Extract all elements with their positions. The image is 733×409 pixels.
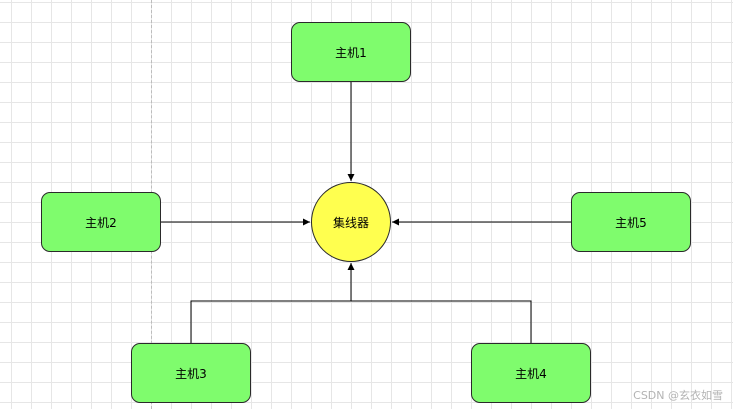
- hub-label: 集线器: [332, 215, 369, 230]
- host-node-4[interactable]: 主机4: [471, 343, 591, 403]
- host-label-4: 主机4: [515, 366, 547, 381]
- host-node-2[interactable]: 主机2: [41, 192, 161, 252]
- host-label-5: 主机5: [615, 215, 647, 230]
- host-label-2: 主机2: [85, 215, 117, 230]
- host-label-1: 主机1: [335, 45, 367, 60]
- host-node-1[interactable]: 主机1: [291, 22, 411, 82]
- edge-host4-hub: [351, 300, 532, 343]
- watermark: CSDN @玄衣如雪: [633, 389, 723, 402]
- host-node-3[interactable]: 主机3: [131, 343, 251, 403]
- edge-host3-hub: [190, 263, 355, 343]
- host-label-3: 主机3: [175, 366, 207, 381]
- hub-node[interactable]: 集线器: [311, 182, 391, 262]
- host-node-5[interactable]: 主机5: [571, 192, 691, 252]
